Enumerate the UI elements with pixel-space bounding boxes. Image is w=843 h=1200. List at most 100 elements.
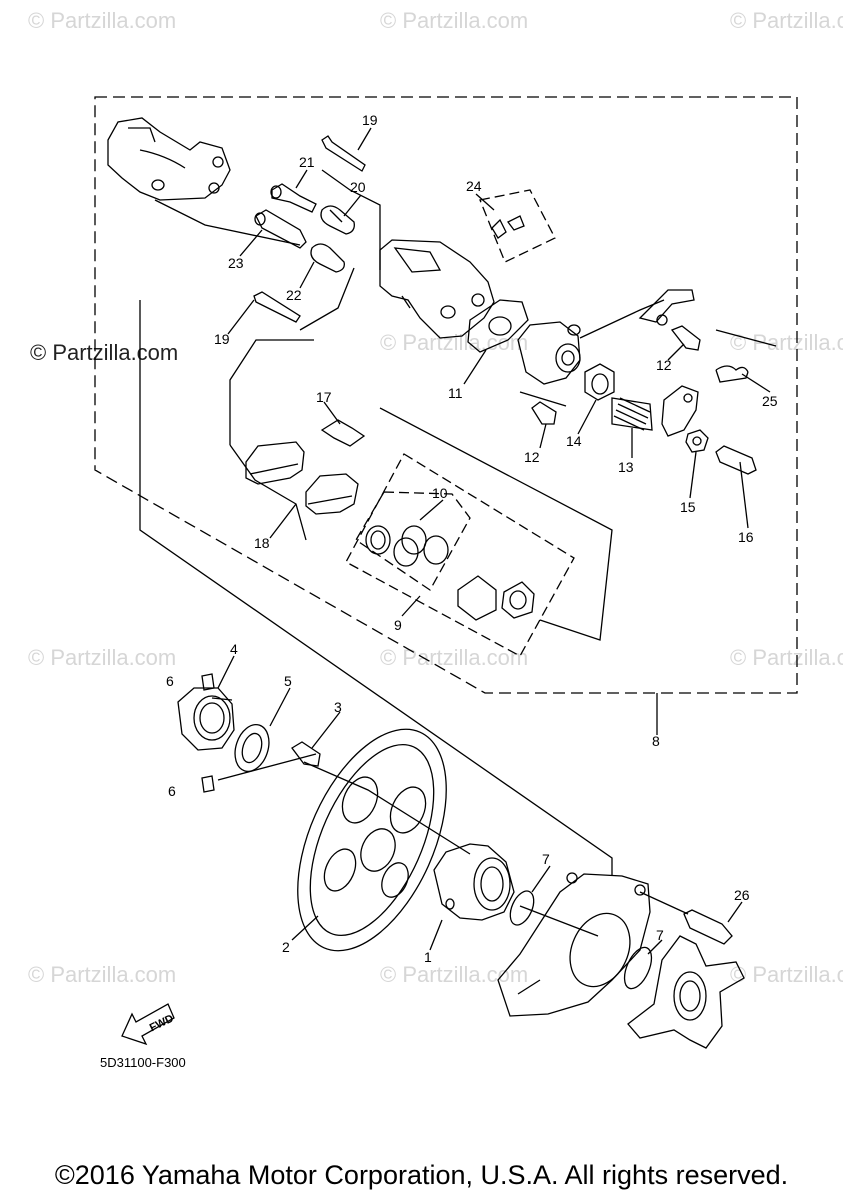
leader-line <box>519 905 599 937</box>
callout-19: 19 <box>362 112 378 128</box>
callout-6: 6 <box>166 673 174 689</box>
o-ring-7-a <box>509 890 535 926</box>
gasket-11 <box>467 299 529 353</box>
callout-6: 6 <box>168 783 176 799</box>
bolt-12-lower <box>531 401 557 425</box>
callout-23: 23 <box>228 255 244 271</box>
piece-14 <box>584 363 615 401</box>
bolt-3 <box>291 741 321 767</box>
leader-line <box>419 499 444 521</box>
brake-pad-a <box>245 441 305 485</box>
pin-21 <box>270 183 317 213</box>
bolt-26 <box>683 909 733 945</box>
watermark: © Partzilla.com <box>28 962 177 987</box>
leader-line <box>379 407 613 641</box>
watermark: © Partzilla.com <box>730 962 843 987</box>
leader-line <box>667 343 685 361</box>
leader-line <box>217 655 235 689</box>
leader-line <box>217 753 317 781</box>
boot-22 <box>310 243 345 273</box>
spring-13 <box>611 397 653 431</box>
leader-line <box>647 939 663 955</box>
leader-line <box>357 127 372 151</box>
bolt-16 <box>715 445 757 475</box>
hub-1 <box>433 843 515 921</box>
caliper-bracket <box>107 117 231 201</box>
seal-kit-box-10 <box>355 491 471 591</box>
fwd-arrow-icon: FWD <box>121 1003 176 1046</box>
callout-1: 1 <box>424 949 432 965</box>
callout-7: 7 <box>542 851 550 867</box>
bracket-upper <box>638 289 695 326</box>
brake-disc-2 <box>297 728 447 952</box>
leader-line <box>154 199 301 246</box>
caliper-assembly-boundary <box>94 96 798 694</box>
spring-25 <box>715 365 749 383</box>
leader-line <box>299 267 355 331</box>
callout-14: 14 <box>566 433 582 449</box>
leader-line <box>401 595 421 617</box>
leader-line <box>311 711 341 749</box>
leader-line <box>269 687 291 727</box>
callout-19: 19 <box>214 331 230 347</box>
leader-line <box>429 919 443 951</box>
leader-line <box>463 349 487 385</box>
callout-11: 11 <box>448 385 463 401</box>
leader-line <box>269 503 297 539</box>
watermark: © Partzilla.com <box>380 645 529 670</box>
callout-18: 18 <box>254 535 270 551</box>
set-screw-6-upper <box>201 673 215 691</box>
leader-line <box>343 194 362 217</box>
watermark: © Partzilla.com <box>380 962 529 987</box>
leader-line <box>519 391 567 407</box>
leader-line <box>295 169 308 189</box>
callout-13: 13 <box>618 459 634 475</box>
hub-flange <box>627 935 745 1049</box>
watermark: © Partzilla.com <box>730 645 843 670</box>
leader-line <box>727 901 743 923</box>
caliper-body <box>379 239 495 339</box>
callout-22: 22 <box>286 287 302 303</box>
watermark-main: © Partzilla.com <box>30 340 179 365</box>
callout-15: 15 <box>680 499 696 515</box>
bleeder-24 <box>479 189 556 263</box>
callout-5: 5 <box>284 673 292 689</box>
watermark: © Partzilla.com <box>730 8 843 33</box>
leader-line <box>321 169 381 270</box>
pad-spring-17 <box>320 419 366 447</box>
boot-20 <box>320 205 355 235</box>
leader-line <box>139 300 613 876</box>
callout-7: 7 <box>656 927 664 943</box>
leader-line <box>539 423 547 449</box>
leader-line <box>715 329 777 347</box>
callout-8: 8 <box>652 733 660 749</box>
nut-15 <box>685 429 709 453</box>
bolt-12-upper <box>670 325 701 351</box>
leader-line <box>577 399 597 435</box>
callout-12: 12 <box>656 357 672 373</box>
watermark: © Partzilla.com <box>730 330 843 355</box>
callout-4: 4 <box>230 641 238 657</box>
set-screw-6-lower <box>201 775 215 793</box>
leader-line <box>639 891 689 915</box>
pistons <box>457 575 535 621</box>
seal-rings <box>365 525 449 567</box>
copyright-notice: ©2016 Yamaha Motor Corporation, U.S.A. A… <box>54 1160 789 1190</box>
callout-12: 12 <box>524 449 540 465</box>
callout-24: 24 <box>466 178 482 194</box>
hub-nut-4 <box>177 687 235 751</box>
callout-3: 3 <box>334 699 342 715</box>
leader-line <box>211 697 233 701</box>
leader-line <box>741 373 771 393</box>
leader-line <box>239 229 263 257</box>
bolt-19-upper <box>321 135 366 172</box>
part-code: 5D31100-F300 <box>100 1055 186 1070</box>
pin-23 <box>254 209 307 249</box>
seal-kit-box-9 <box>345 453 575 657</box>
leader-line <box>229 444 307 541</box>
leader-line <box>323 401 341 425</box>
watermark: © Partzilla.com <box>380 8 529 33</box>
watermark: © Partzilla.com <box>28 645 177 670</box>
callouts: 19 21 20 24 23 22 19 11 12 25 17 14 13 1… <box>166 112 778 965</box>
